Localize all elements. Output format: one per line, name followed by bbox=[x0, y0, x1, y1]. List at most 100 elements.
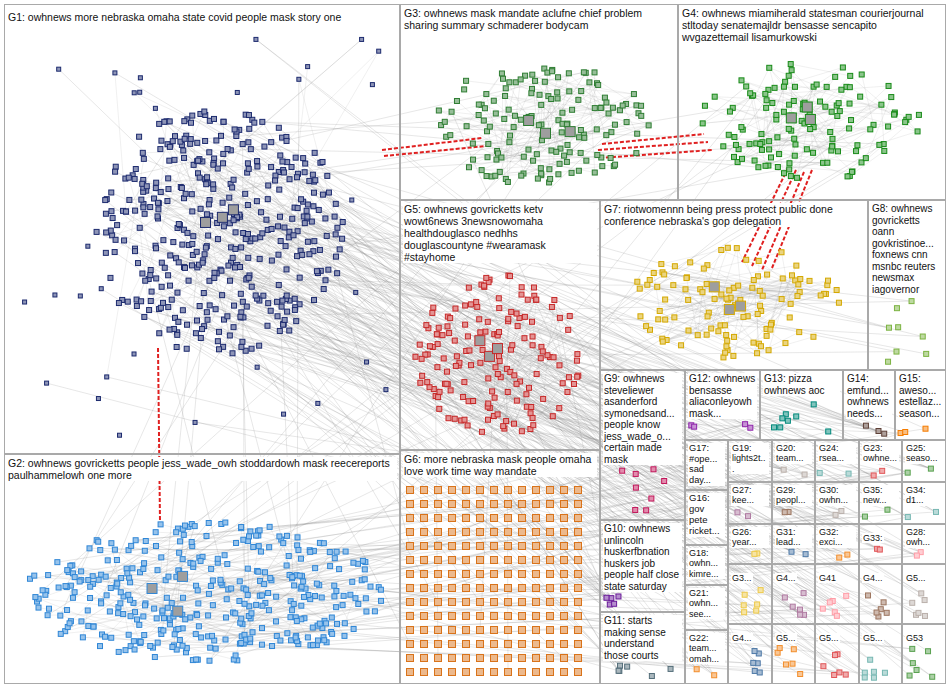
vertex-square bbox=[232, 127, 237, 132]
vertex-link bbox=[262, 122, 883, 144]
vertex-square bbox=[160, 300, 165, 305]
vertex-square bbox=[297, 275, 302, 280]
vertex-square bbox=[80, 635, 85, 640]
vertex-square bbox=[109, 190, 114, 195]
vertex-square bbox=[297, 77, 301, 81]
vertex-square bbox=[332, 594, 337, 599]
vertex-square bbox=[282, 225, 287, 230]
vertex-square bbox=[295, 254, 300, 259]
vertex-square bbox=[116, 611, 121, 616]
vertex-square bbox=[219, 268, 224, 273]
vertex-square bbox=[247, 534, 252, 539]
vertex-link bbox=[118, 471, 882, 613]
vertex-square bbox=[213, 646, 218, 651]
vertex-square bbox=[77, 579, 82, 584]
vertex-square bbox=[153, 186, 158, 191]
vertex-link bbox=[307, 219, 760, 673]
vertex-square bbox=[133, 249, 138, 254]
vertex-link bbox=[505, 96, 572, 110]
vertex-square bbox=[267, 545, 272, 550]
vertex-square bbox=[227, 333, 232, 338]
vertex-square bbox=[312, 150, 317, 155]
vertex-square bbox=[189, 192, 194, 197]
vertex-square bbox=[343, 549, 348, 554]
vertex-square bbox=[246, 113, 251, 118]
vertex-square bbox=[158, 147, 163, 152]
vertex-square bbox=[185, 322, 190, 327]
vertex-square bbox=[309, 219, 314, 224]
vertex-square bbox=[134, 617, 139, 622]
vertex-link bbox=[496, 72, 595, 113]
vertex-link bbox=[647, 252, 781, 285]
vertex-square bbox=[149, 289, 154, 294]
vertex-link bbox=[150, 207, 823, 609]
vertex-square bbox=[308, 549, 313, 554]
vertex-square bbox=[262, 144, 267, 149]
vertex-square bbox=[158, 305, 163, 310]
vertex-link bbox=[494, 101, 560, 164]
vertex-link bbox=[733, 108, 856, 151]
vertex-link bbox=[221, 271, 706, 335]
vertex-square bbox=[294, 175, 299, 180]
vertex-square bbox=[278, 638, 283, 643]
vertex-link bbox=[734, 296, 797, 337]
vertex-square bbox=[206, 233, 211, 238]
vertex-square bbox=[248, 529, 253, 534]
vertex-square bbox=[268, 576, 273, 581]
vertex-square bbox=[231, 218, 236, 223]
vertex-square bbox=[202, 109, 207, 114]
vertex-square bbox=[136, 261, 141, 266]
vertex-square bbox=[260, 231, 265, 236]
vertex-link bbox=[199, 414, 785, 557]
vertex-link bbox=[111, 231, 578, 672]
vertex-square bbox=[322, 638, 327, 643]
vertex-square bbox=[320, 159, 325, 164]
vertex-square bbox=[284, 138, 289, 143]
vertex-link bbox=[303, 158, 618, 671]
vertex-square bbox=[96, 539, 101, 544]
vertex-square bbox=[180, 308, 185, 313]
vertex-link bbox=[187, 613, 887, 648]
vertex-square bbox=[194, 657, 199, 662]
vertex-square bbox=[209, 566, 214, 571]
vertex-square bbox=[103, 198, 108, 203]
vertex-square bbox=[204, 310, 209, 315]
vertex-square bbox=[297, 573, 302, 578]
vertex-square bbox=[152, 655, 157, 660]
vertex-link bbox=[741, 80, 807, 107]
vertex-square bbox=[294, 319, 299, 324]
vertex-link bbox=[193, 564, 287, 634]
vertex-square bbox=[108, 275, 113, 280]
vertex-square bbox=[301, 579, 306, 584]
vertex-link bbox=[158, 218, 830, 602]
vertex-square bbox=[79, 619, 84, 624]
vertex-square bbox=[207, 658, 212, 663]
vertex-link bbox=[144, 267, 184, 317]
vertex-square bbox=[320, 192, 325, 197]
vertex-square bbox=[285, 309, 290, 314]
vertex-square bbox=[281, 541, 286, 546]
vertex-square bbox=[269, 165, 274, 170]
vertex-square bbox=[91, 624, 96, 629]
vertex-square bbox=[307, 178, 312, 183]
vertex-link bbox=[739, 120, 907, 149]
vertex-square bbox=[246, 255, 251, 260]
vertex-square bbox=[153, 106, 157, 110]
vertex-square bbox=[65, 568, 70, 573]
vertex-square bbox=[223, 520, 228, 525]
vertex-square bbox=[243, 237, 248, 242]
vertex-link bbox=[714, 248, 728, 287]
vertex-link bbox=[183, 150, 670, 668]
vertex-link bbox=[750, 107, 808, 144]
vertex-square bbox=[362, 577, 367, 582]
vertex-square bbox=[155, 568, 160, 573]
vertex-link bbox=[275, 176, 878, 431]
vertex-square bbox=[246, 140, 251, 145]
vertex-link bbox=[270, 475, 874, 526]
vertex-square bbox=[203, 138, 208, 143]
vertex-square bbox=[142, 561, 147, 566]
vertex-square bbox=[132, 352, 136, 356]
vertex-square bbox=[154, 543, 159, 548]
vertex-square bbox=[239, 616, 244, 621]
vertex-square bbox=[231, 325, 236, 330]
